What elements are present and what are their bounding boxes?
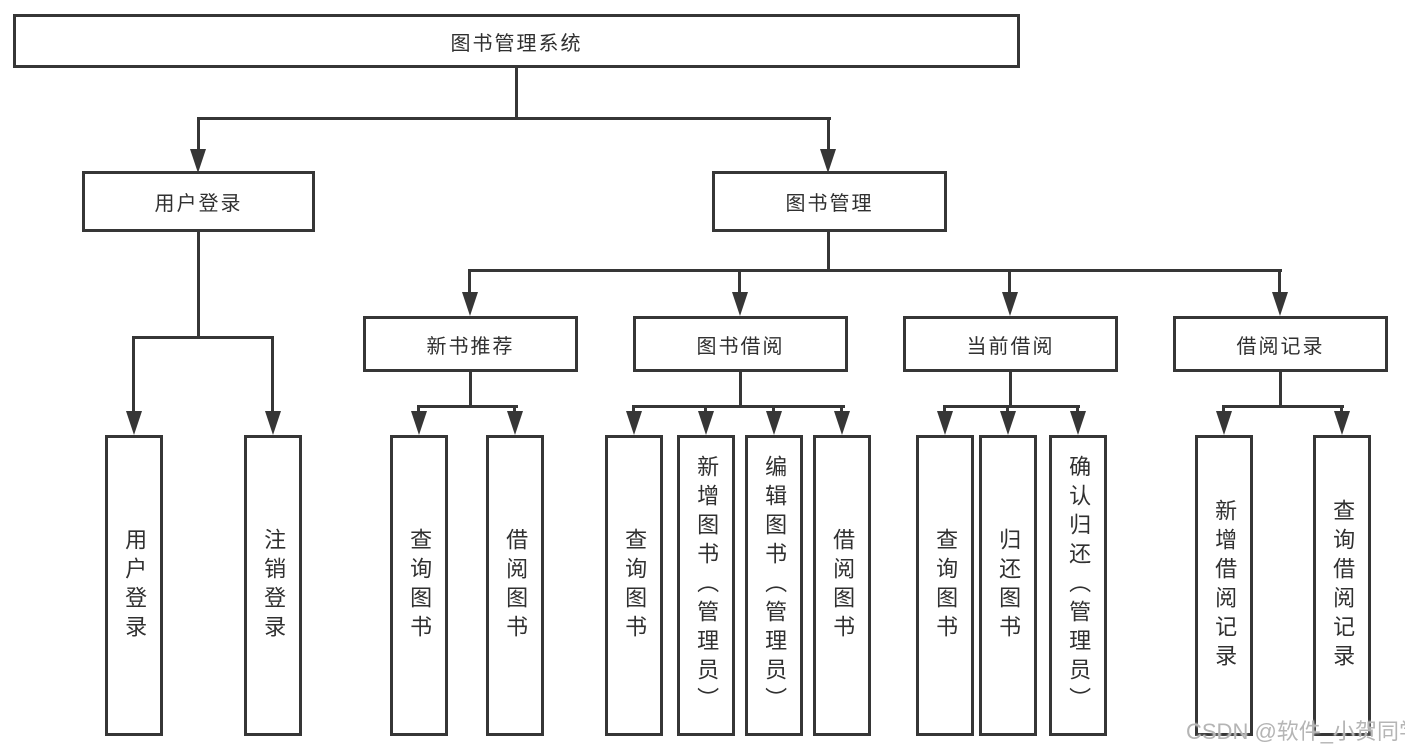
node-borrow-records-label: 借阅记录: [1236, 335, 1325, 358]
leaf-query-books-recommend-label: 查询图书: [407, 527, 433, 644]
connector-groupA-hline: [417, 405, 518, 408]
arrow-down: [626, 411, 642, 435]
connector-user-login-down: [197, 232, 200, 338]
connector-root-stem: [515, 67, 518, 118]
csdn-watermark: CSDN @软件_小贺同学: [1186, 719, 1405, 744]
arrow-down: [1002, 292, 1018, 316]
connector-book-mgmt-hline: [468, 269, 1282, 272]
connector-groupA-down: [469, 372, 472, 408]
arrow-down: [698, 411, 714, 435]
connector-book-mgmt-stem: [827, 117, 830, 152]
leaf-query-books-borrow: 查询图书: [605, 435, 663, 736]
connector-stem: [468, 269, 471, 297]
node-user-login-label: 用户登录: [154, 193, 243, 215]
node-book-management-label: 图书管理: [785, 193, 874, 215]
arrow-down: [462, 292, 478, 316]
connector-user-login-hline: [132, 336, 274, 339]
leaf-add-books-admin-label: 新增图书（管理员）: [694, 455, 720, 716]
leaf-add-borrow-record: 新增借阅记录: [1195, 435, 1253, 736]
arrow-down: [507, 411, 523, 435]
connector-stem: [1008, 269, 1011, 297]
arrow-down: [1272, 292, 1288, 316]
leaf-query-borrow-record: 查询借阅记录: [1313, 435, 1371, 736]
leaf-return-books: 归还图书: [979, 435, 1037, 736]
arrow-down: [411, 411, 427, 435]
arrow-down: [1070, 411, 1086, 435]
leaf-logout-label: 注销登录: [261, 527, 287, 644]
leaf-borrow-books-recommend: 借阅图书: [486, 435, 544, 736]
connector-stem: [132, 336, 135, 414]
leaf-query-books-recommend: 查询图书: [390, 435, 448, 736]
arrow-down: [820, 149, 836, 173]
leaf-query-books-current: 查询图书: [916, 435, 974, 736]
connector-groupB-hline: [632, 405, 845, 408]
leaf-borrow-books-recommend-label: 借阅图书: [503, 527, 529, 644]
node-current-borrow-label: 当前借阅: [966, 335, 1055, 358]
connector-groupC-hline: [943, 405, 1080, 408]
node-user-login: 用户登录: [82, 171, 315, 232]
leaf-edit-books-admin: 编辑图书（管理员）: [745, 435, 803, 736]
arrow-down: [766, 411, 782, 435]
connector-groupB-down: [739, 372, 742, 408]
connector-root-hline: [197, 117, 831, 120]
leaf-confirm-return-admin: 确认归还（管理员）: [1049, 435, 1107, 736]
leaf-return-books-label: 归还图书: [996, 527, 1022, 644]
arrow-down: [265, 411, 281, 435]
arrow-down: [1000, 411, 1016, 435]
connector-stem: [738, 269, 741, 297]
connector-groupD-down: [1279, 372, 1282, 408]
leaf-user-login-label: 用户登录: [122, 527, 148, 644]
arrow-down: [1334, 411, 1350, 435]
connector-user-login-stem: [197, 117, 200, 152]
node-book-management: 图书管理: [712, 171, 947, 232]
leaf-add-books-admin: 新增图书（管理员）: [677, 435, 735, 736]
leaf-confirm-return-admin-label: 确认归还（管理员）: [1066, 455, 1092, 716]
arrow-down: [1216, 411, 1232, 435]
node-root: 图书管理系统: [13, 14, 1020, 68]
node-book-borrow-label: 图书借阅: [696, 335, 785, 358]
connector-stem: [271, 336, 274, 414]
node-new-book-recommend: 新书推荐: [363, 316, 578, 372]
node-root-label: 图书管理系统: [450, 32, 583, 55]
leaf-borrow-books-label: 借阅图书: [830, 527, 856, 644]
connector-book-mgmt-down: [827, 232, 830, 272]
connector-groupD-hline: [1222, 405, 1344, 408]
node-borrow-records: 借阅记录: [1173, 316, 1388, 372]
leaf-add-borrow-record-label: 新增借阅记录: [1212, 498, 1238, 673]
leaf-logout: 注销登录: [244, 435, 302, 736]
connector-groupC-down: [1009, 372, 1012, 408]
arrow-down: [732, 292, 748, 316]
node-book-borrow: 图书借阅: [633, 316, 848, 372]
leaf-query-borrow-record-label: 查询借阅记录: [1330, 498, 1356, 673]
leaf-query-books-borrow-label: 查询图书: [622, 527, 648, 644]
leaf-edit-books-admin-label: 编辑图书（管理员）: [762, 455, 788, 716]
leaf-user-login: 用户登录: [105, 435, 163, 736]
connector-stem: [1278, 269, 1281, 297]
arrow-down: [937, 411, 953, 435]
arrow-down: [834, 411, 850, 435]
leaf-borrow-books: 借阅图书: [813, 435, 871, 736]
arrow-down: [126, 411, 142, 435]
leaf-query-books-current-label: 查询图书: [933, 527, 959, 644]
node-current-borrow: 当前借阅: [903, 316, 1118, 372]
arrow-down: [190, 149, 206, 173]
node-new-book-recommend-label: 新书推荐: [426, 335, 515, 358]
